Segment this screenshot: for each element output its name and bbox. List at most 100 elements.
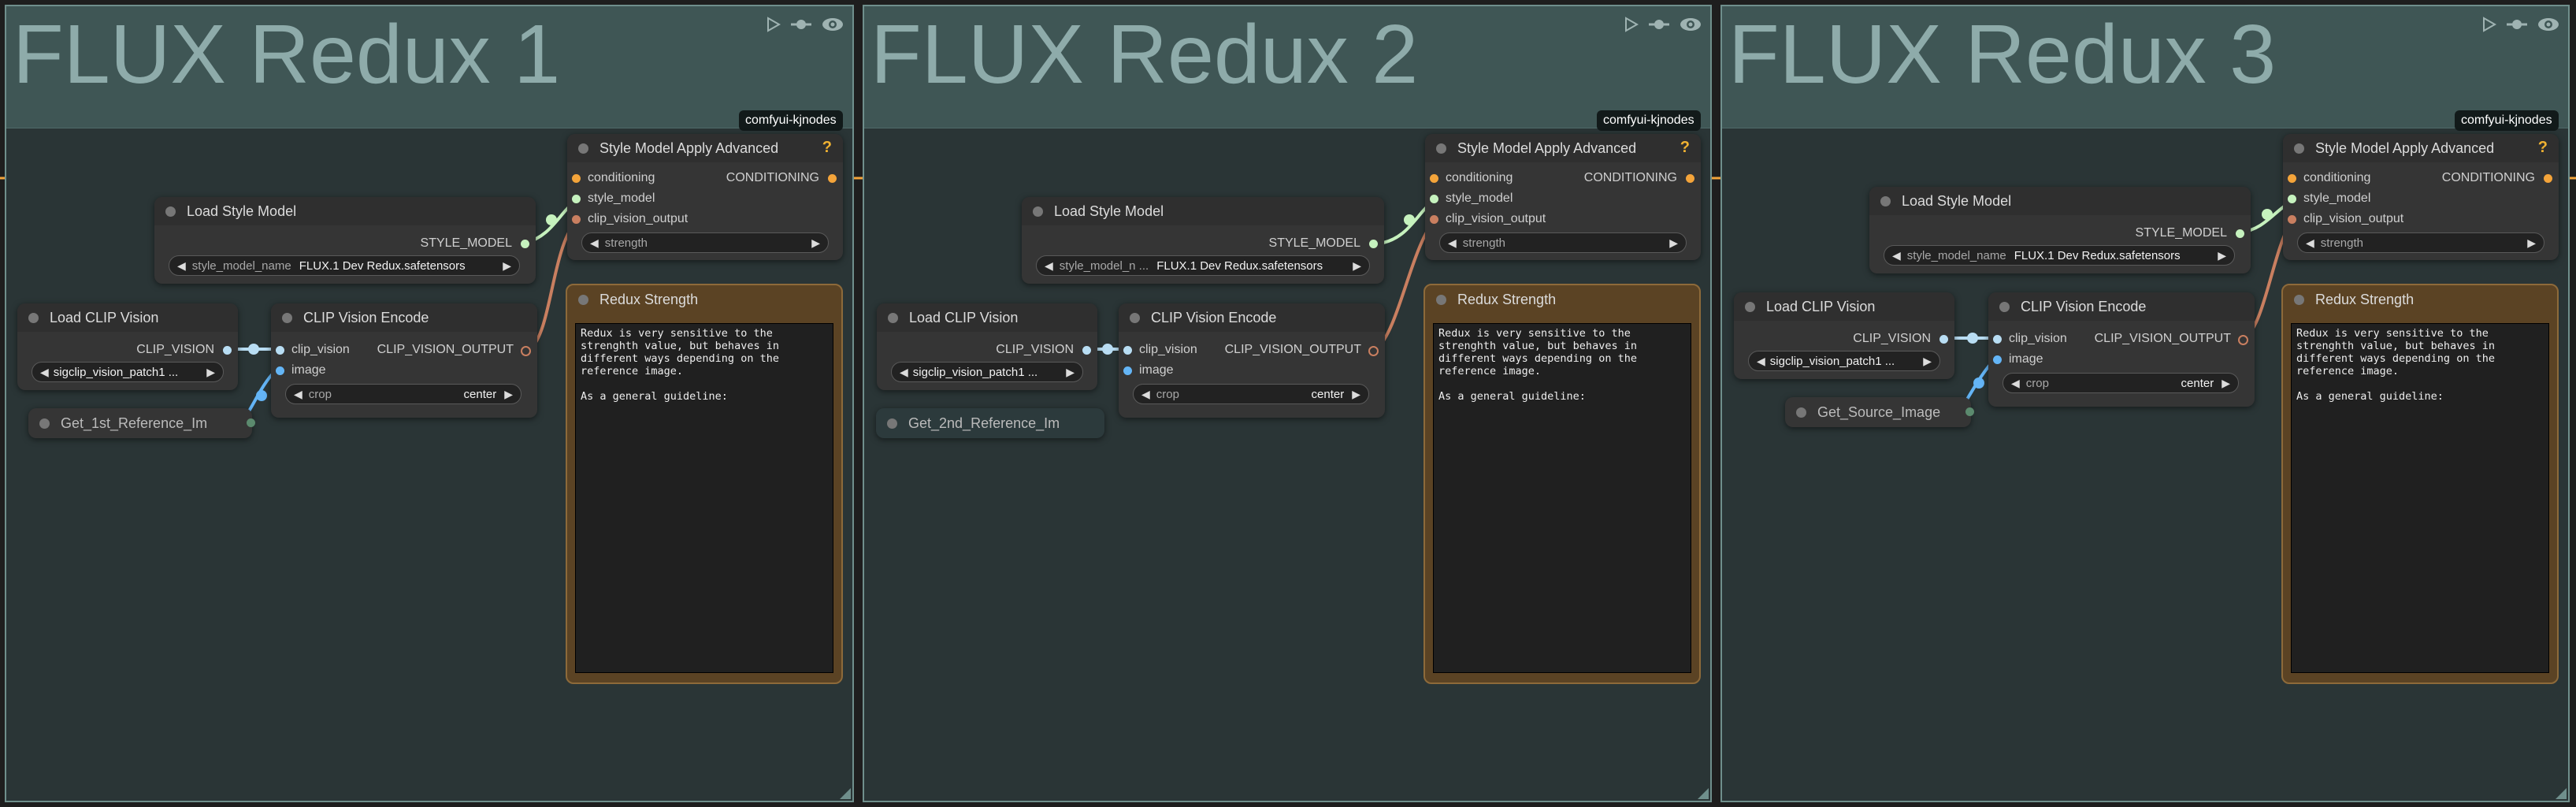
node-title-bar[interactable]: Style Model Apply Advanced [1425,134,1701,162]
clip-name-select[interactable]: ◀ sigclip_vision_patch1 ... ▶ [1748,351,1940,371]
crop-select[interactable]: ◀ crop center ▶ [2003,373,2239,393]
increment-arrow-icon[interactable]: ▶ [503,258,511,272]
pin-icon[interactable] [789,16,813,37]
play-icon[interactable] [1622,16,1639,37]
collapse-dot[interactable] [2294,143,2304,154]
node-title-bar[interactable]: Redux Strength [567,285,841,314]
resize-handle[interactable] [1698,788,1709,799]
collapse-dot[interactable] [1880,195,1891,206]
collapse-dot[interactable] [1033,206,1043,217]
increment-arrow-icon[interactable]: ▶ [206,365,215,378]
collapse-dot[interactable] [887,418,897,429]
style-model-output-slot[interactable] [1369,240,1378,248]
increment-arrow-icon[interactable]: ▶ [1066,365,1075,378]
group-header[interactable]: FLUX Redux 1 [6,6,852,128]
node-title-bar[interactable]: Load Style Model [1022,197,1384,225]
decrement-arrow-icon[interactable]: ◀ [1045,258,1053,272]
increment-arrow-icon[interactable]: ▶ [1353,258,1361,272]
clip-vision-output-slot[interactable] [223,346,232,355]
clip-vision-output-slot[interactable] [1082,346,1091,355]
decrement-arrow-icon[interactable]: ◀ [1892,248,1901,262]
collapse-dot[interactable] [1130,312,1140,323]
crop-select[interactable]: ◀ crop center ▶ [1133,384,1369,404]
group-header[interactable]: FLUX Redux 3 [1722,6,2568,128]
crop-select[interactable]: ◀ crop center ▶ [285,384,522,404]
clip-vision-encode-node[interactable]: CLIP Vision Encode clip_vision CLIP_VISI… [1119,303,1385,418]
decrement-arrow-icon[interactable]: ◀ [900,365,908,378]
note-textarea[interactable]: Redux is very sensitive to the strenghth… [1433,323,1691,673]
collapse-dot[interactable] [282,312,292,323]
image-output-slot[interactable] [1965,407,1974,416]
strength-slider[interactable]: ◀ strength ▶ [1439,232,1687,253]
redux-strength-note[interactable]: Redux Strength Redux is very sensitive t… [1423,284,1701,684]
collapse-dot[interactable] [39,418,50,429]
help-icon[interactable]: ? [1680,139,1690,156]
conditioning-output-slot[interactable] [2544,174,2552,183]
style-model-input-slot[interactable] [572,195,581,203]
help-icon[interactable]: ? [822,139,832,156]
node-title-bar[interactable]: Load CLIP Vision [1734,292,1954,321]
note-textarea[interactable]: Redux is very sensitive to the strenghth… [575,323,833,673]
style-model-output-slot[interactable] [521,240,529,248]
help-icon[interactable]: ? [2537,139,2548,156]
clip-vision-encode-node[interactable]: CLIP Vision Encode clip_vision CLIP_VISI… [271,303,537,418]
pin-icon[interactable] [2505,16,2529,37]
redux-strength-note[interactable]: Redux Strength Redux is very sensitive t… [566,284,843,684]
clip-vision-output-input-slot[interactable] [1430,215,1438,224]
load-clip-vision-node[interactable]: Load CLIP Vision CLIP_VISION ◀ sigclip_v… [877,303,1097,390]
clip-vision-output-input-slot[interactable] [2288,215,2296,224]
node-title-bar[interactable]: CLIP Vision Encode [1988,292,2255,321]
style-model-input-slot[interactable] [2288,195,2296,203]
strength-slider[interactable]: ◀ strength ▶ [2297,232,2544,253]
eye-icon[interactable] [1679,16,1702,37]
get-source-image-node[interactable]: Get_Source_Image [1785,397,1974,427]
clip-vision-input-slot[interactable] [1123,346,1132,355]
collapse-dot[interactable] [578,294,588,305]
conditioning-output-slot[interactable] [828,174,837,183]
node-title-bar[interactable]: Load CLIP Vision [17,303,238,332]
style-model-name-select[interactable]: ◀ style_model_name FLUX.1 Dev Redux.safe… [169,255,520,276]
increment-arrow-icon[interactable]: ▶ [2218,248,2226,262]
decrement-arrow-icon[interactable]: ◀ [1448,236,1457,249]
load-style-model-node[interactable]: Load Style Model STYLE_MODEL ◀ style_mod… [1022,197,1384,284]
collapse-dot[interactable] [2294,294,2304,305]
conditioning-input-slot[interactable] [2288,174,2296,183]
clip-vision-output-slot[interactable] [1939,335,1948,344]
image-input-slot[interactable] [1993,355,2002,364]
decrement-arrow-icon[interactable]: ◀ [590,236,599,249]
redux-strength-note[interactable]: Redux Strength Redux is very sensitive t… [2281,284,2559,684]
node-title-bar[interactable]: Redux Strength [2283,285,2557,314]
play-icon[interactable] [764,16,781,37]
style-model-output-slot[interactable] [2236,229,2244,238]
clip-vision-input-slot[interactable] [276,346,284,355]
increment-arrow-icon[interactable]: ▶ [2527,236,2536,249]
clip-name-select[interactable]: ◀ sigclip_vision_patch1 ... ▶ [32,362,224,382]
clip-vision-output-input-slot[interactable] [572,215,581,224]
node-title-bar[interactable]: Load CLIP Vision [877,303,1097,332]
collapse-dot[interactable] [1745,301,1755,312]
increment-arrow-icon[interactable]: ▶ [2222,376,2230,389]
resize-handle[interactable] [2556,788,2567,799]
strength-slider[interactable]: ◀ strength ▶ [581,232,829,253]
conditioning-input-slot[interactable] [572,174,581,183]
node-title-bar[interactable]: Style Model Apply Advanced [2283,134,2559,162]
load-clip-vision-node[interactable]: Load CLIP Vision CLIP_VISION ◀ sigclip_v… [1734,292,1954,379]
note-textarea[interactable]: Redux is very sensitive to the strenghth… [2291,323,2549,673]
node-title-bar[interactable]: CLIP Vision Encode [1119,303,1385,332]
collapse-dot[interactable] [165,206,176,217]
increment-arrow-icon[interactable]: ▶ [811,236,820,249]
eye-icon[interactable] [2537,16,2560,37]
style-model-apply-node[interactable]: Style Model Apply Advanced ? conditionin… [1425,134,1701,260]
node-title-bar[interactable]: Load Style Model [1869,187,2251,215]
load-style-model-node[interactable]: Load Style Model STYLE_MODEL ◀ style_mod… [1869,187,2251,273]
style-model-apply-node[interactable]: Style Model Apply Advanced ? conditionin… [567,134,843,260]
increment-arrow-icon[interactable]: ▶ [1669,236,1678,249]
get-reference-image-node[interactable]: Get_1st_Reference_Im [28,408,255,438]
get-reference-image-node[interactable]: Get_2nd_Reference_Im [876,408,1104,438]
style-model-name-select[interactable]: ◀ style_model_n ... FLUX.1 Dev Redux.saf… [1036,255,1370,276]
collapse-dot[interactable] [578,143,588,154]
group-header[interactable]: FLUX Redux 2 [864,6,1710,128]
increment-arrow-icon[interactable]: ▶ [1352,387,1360,400]
increment-arrow-icon[interactable]: ▶ [1923,354,1932,367]
style-model-input-slot[interactable] [1430,195,1438,203]
